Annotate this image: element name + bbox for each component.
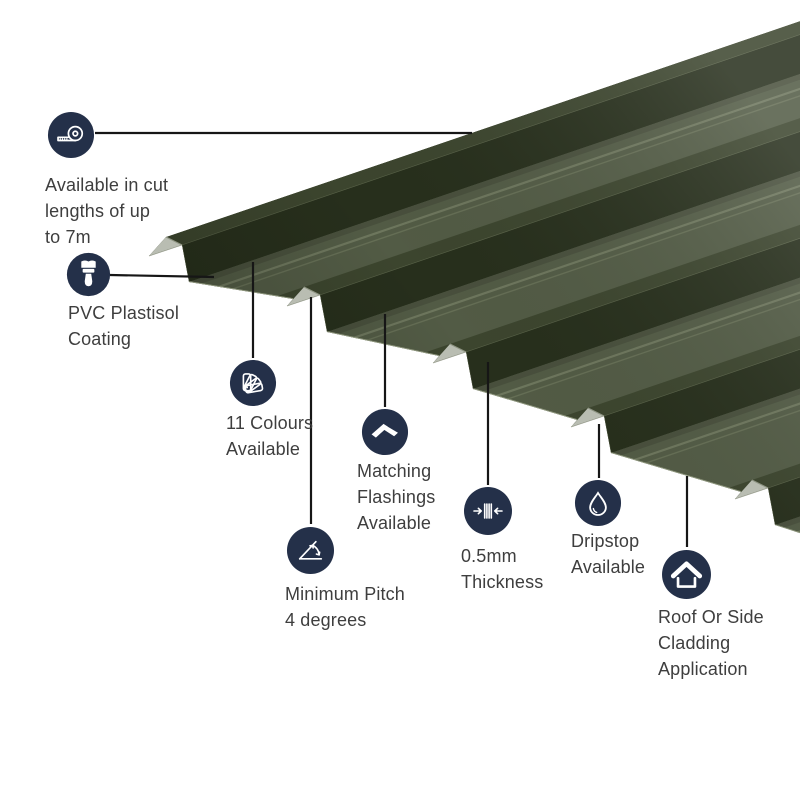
thickness-icon — [463, 486, 513, 536]
callout-text-min-pitch: Minimum Pitch 4 degrees — [285, 581, 405, 633]
callout-text-line: Application — [658, 659, 748, 679]
colour-fan-icon — [229, 359, 277, 407]
paint-brush-icon — [66, 252, 111, 297]
sheet-underside-triangle — [735, 480, 768, 499]
callout-text-line: 0.5mm — [461, 546, 517, 566]
callout-line-plastisol-coating — [109, 273, 215, 279]
callout-text-line: Available — [226, 439, 301, 459]
pitch-angle-icon — [286, 526, 335, 575]
callout-text-line: to 7m — [45, 227, 91, 247]
callout-text-line: Roof Or Side — [658, 607, 764, 627]
callout-text-line: 11 Colours — [226, 413, 314, 433]
callout-text-line: Cladding — [658, 633, 731, 653]
tape-measure-icon — [47, 111, 95, 159]
flashing-icon — [361, 408, 409, 456]
water-drop-icon — [574, 479, 622, 527]
callout-text-line: lengths of up — [45, 201, 151, 221]
sheet-underside-triangle — [433, 344, 466, 363]
callout-text-line: Flashings — [357, 487, 436, 507]
callout-text-line: Thickness — [461, 572, 544, 592]
callout-text-line: Coating — [68, 329, 132, 349]
sheet-underside-triangle — [571, 408, 604, 427]
callout-text-line: Minimum Pitch — [285, 584, 405, 604]
callout-text-cut-lengths: Available in cut lengths of up to 7m — [45, 172, 168, 250]
sheet-underside-triangle — [287, 287, 320, 306]
callout-text-line: Available in cut — [45, 175, 169, 195]
callout-text-line: Available — [357, 513, 432, 533]
sheet-underside-triangle — [149, 237, 182, 256]
callout-text-line: Dripstop — [571, 531, 640, 551]
callout-text-line: 4 degrees — [285, 610, 367, 630]
callout-text-line: Available — [571, 557, 646, 577]
callout-lines — [95, 131, 689, 547]
house-icon — [661, 549, 712, 600]
callout-text-line: PVC Plastisol — [68, 303, 179, 323]
callout-text-line: Matching — [357, 461, 432, 481]
